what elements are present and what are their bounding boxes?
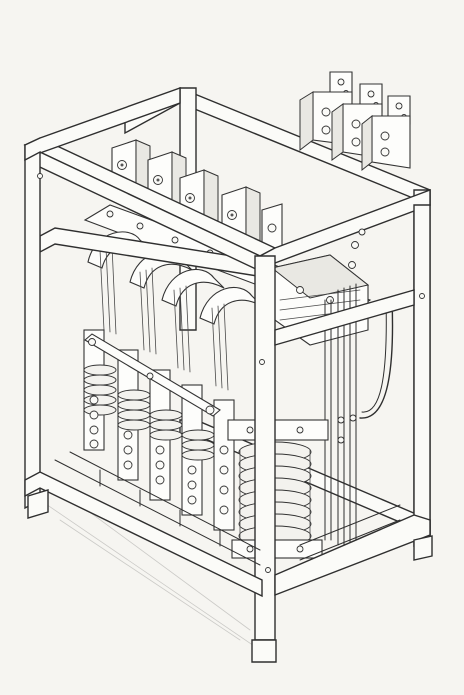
frame-bolts xyxy=(37,173,425,573)
front-frame xyxy=(23,87,433,663)
diagonal-brace-bar xyxy=(84,333,221,417)
base-slats xyxy=(54,451,401,566)
terminal-blocks xyxy=(299,71,411,172)
ground-shadow xyxy=(39,499,261,651)
foot-right xyxy=(413,535,433,561)
foot-left xyxy=(27,489,49,519)
foot-front xyxy=(251,639,277,663)
